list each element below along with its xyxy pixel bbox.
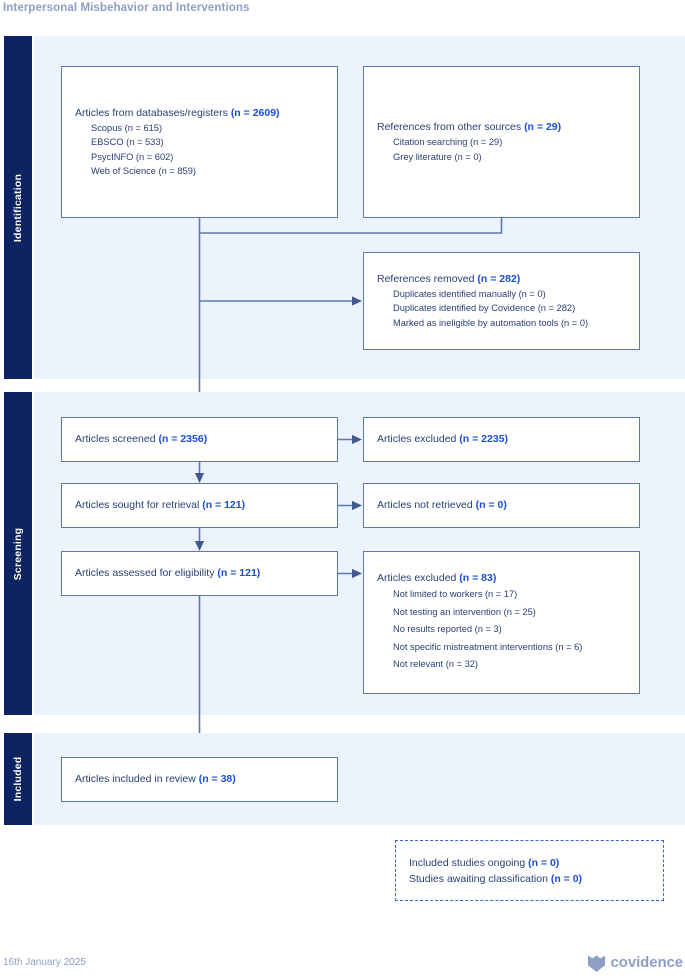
- node-articles-excluded-screening: Articles excluded (n = 2235): [363, 417, 640, 462]
- node-not-retrieved-heading: Articles not retrieved (n = 0): [377, 499, 507, 511]
- node-databases-count: (n = 2609): [230, 106, 280, 119]
- node-references-removed-sub-2: Marked as ineligible by automation tools…: [393, 317, 589, 328]
- node-assessed-eligibility: Articles assessed for eligibility (n = 1…: [61, 551, 338, 596]
- node-ongoing-count: (n = 0): [528, 856, 560, 869]
- covidence-shield-icon: [587, 953, 606, 973]
- node-assessed-eligibility-heading: Articles assessed for eligibility (n = 1…: [75, 567, 261, 579]
- node-included-review-count: (n = 38): [198, 773, 236, 785]
- node-articles-excluded-screening-count: (n = 2235): [459, 433, 509, 445]
- node-sought-retrieval-count: (n = 121): [202, 499, 246, 511]
- node-references-removed-sub-0: Duplicates identified manually (n = 0): [393, 288, 546, 299]
- node-databases-heading: Articles from databases/registers (n = 2…: [75, 106, 280, 119]
- node-ongoing-line: Included studies ongoing (n = 0): [409, 856, 560, 869]
- node-excluded-reason-3: Not specific mistreatment interventions …: [393, 641, 583, 652]
- node-articles-excluded-screening-heading: Articles excluded (n = 2235): [377, 433, 509, 445]
- node-references-removed-sub-1: Duplicates identified by Covidence (n = …: [393, 303, 576, 314]
- node-databases-sub-2: PsycINFO (n = 602): [91, 151, 174, 162]
- stage-label-identification: Identification: [12, 173, 24, 242]
- stage-label-screening: Screening: [12, 527, 24, 580]
- node-other-sources-sub-0: Citation searching (n = 29): [393, 137, 503, 147]
- node-other-sources-sub-1: Grey literature (n = 0): [393, 151, 482, 162]
- node-other-sources: References from other sources (n = 29) C…: [363, 66, 640, 218]
- node-excluded-reason-4: Not relevant (n = 32): [393, 659, 479, 670]
- node-excluded-reason-2: No results reported (n = 3): [393, 624, 502, 635]
- stage-label-included: Included: [12, 756, 24, 802]
- node-ongoing-awaiting: Included studies ongoing (n = 0) Studies…: [395, 840, 664, 901]
- node-articles-screened: Articles screened (n = 2356): [61, 417, 338, 462]
- page-title: Interpersonal Misbehavior and Interventi…: [3, 2, 250, 14]
- node-references-removed: References removed (n = 282) Duplicates …: [363, 252, 640, 350]
- footer-date: 16th January 2025: [3, 957, 86, 968]
- node-awaiting-line: Studies awaiting classification (n = 0): [409, 872, 583, 885]
- node-databases-sub-0: Scopus (n = 615): [91, 122, 163, 133]
- node-excluded-reason-0: Not limited to workers (n = 17): [393, 589, 518, 600]
- node-sought-retrieval: Articles sought for retrieval (n = 121): [61, 483, 338, 528]
- node-articles-screened-count: (n = 2356): [158, 433, 208, 445]
- node-references-removed-count: (n = 282): [477, 272, 521, 285]
- node-assessed-eligibility-count: (n = 121): [217, 567, 261, 579]
- node-articles-excluded-eligibility-count: (n = 83): [459, 572, 497, 585]
- node-articles-screened-heading: Articles screened (n = 2356): [75, 433, 208, 445]
- node-included-review: Articles included in review (n = 38): [61, 757, 338, 802]
- node-not-retrieved: Articles not retrieved (n = 0): [363, 483, 640, 528]
- node-sought-retrieval-heading: Articles sought for retrieval (n = 121): [75, 499, 246, 511]
- node-databases-sub-3: Web of Science (n = 859): [91, 166, 196, 176]
- node-articles-excluded-eligibility-heading: Articles excluded (n = 83): [377, 572, 497, 585]
- node-databases-registers: Articles from databases/registers (n = 2…: [61, 66, 338, 218]
- stage-tab-identification: Identification: [4, 36, 32, 379]
- node-excluded-reason-1: Not testing an intervention (n = 25): [393, 606, 536, 617]
- node-articles-excluded-eligibility: Articles excluded (n = 83) Not limited t…: [363, 551, 640, 694]
- node-databases-sub-1: EBSCO (n = 533): [91, 137, 164, 147]
- node-not-retrieved-count: (n = 0): [475, 499, 507, 511]
- node-other-sources-count: (n = 29): [524, 121, 562, 133]
- covidence-logo: covidence: [587, 953, 683, 973]
- node-included-review-heading: Articles included in review (n = 38): [75, 773, 236, 785]
- node-references-removed-heading: References removed (n = 282): [377, 272, 521, 285]
- node-awaiting-count: (n = 0): [550, 872, 583, 885]
- stage-tab-screening: Screening: [4, 392, 32, 715]
- covidence-wordmark: covidence: [610, 954, 684, 971]
- stage-tab-included: Included: [4, 733, 32, 825]
- node-other-sources-heading: References from other sources (n = 29): [377, 121, 562, 133]
